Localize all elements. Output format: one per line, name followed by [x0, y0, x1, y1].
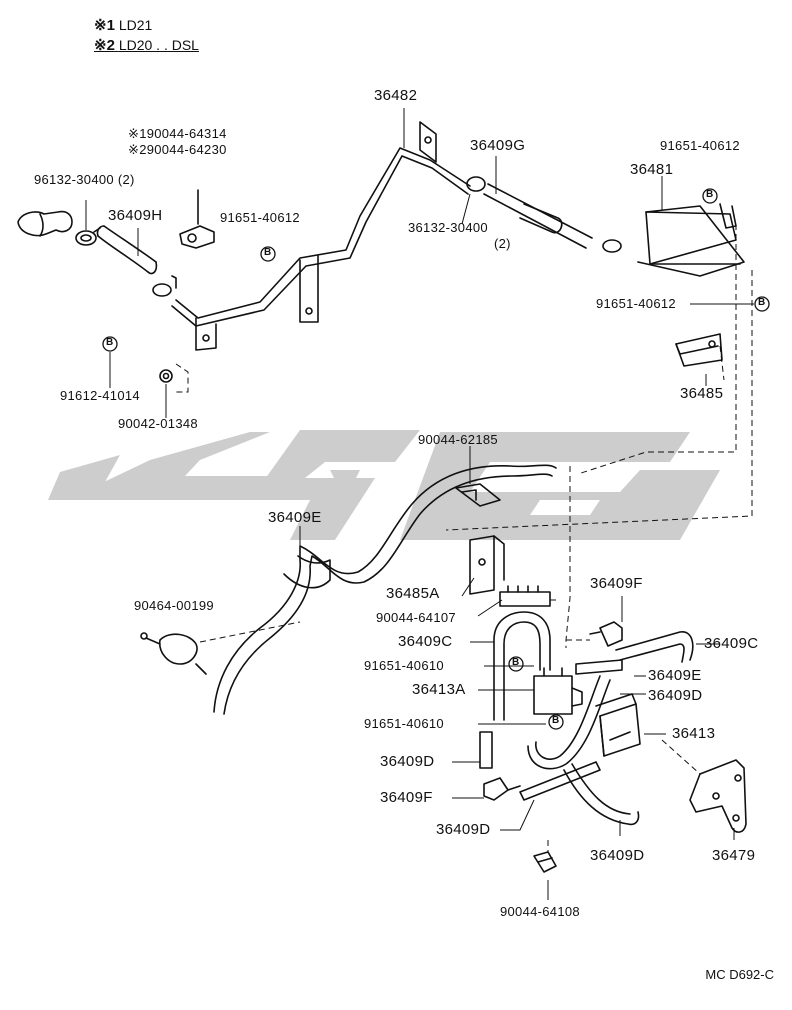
leader-lines [85, 108, 754, 900]
connector-90044-64107 [499, 585, 551, 607]
clamp-90044-62185 [455, 483, 501, 507]
hose-36409e-right [575, 659, 623, 675]
connector-36409f-top [589, 621, 623, 647]
bracket-36485a [469, 535, 505, 595]
label-36409d-bottom: 36409D [590, 847, 645, 864]
label-36409f-top: 36409F [590, 575, 643, 592]
legend-mark-1: ※1 [94, 17, 115, 34]
hose-36409h [96, 225, 158, 275]
label-36409c-right: 36409C [704, 635, 759, 652]
label-91612: 91612-41014 [60, 388, 140, 403]
hose-36409c-left [493, 611, 551, 721]
label-90042: 90042-01348 [118, 416, 198, 431]
hose-36409d-loop [527, 675, 611, 770]
label-190044: ※190044-64314 [128, 126, 227, 141]
hose-36409d-long [563, 763, 640, 826]
label-36482: 36482 [374, 87, 418, 104]
pipe-36482 [171, 147, 471, 327]
bolt-letter-4: B [106, 337, 114, 348]
label-36132-qty: (2) [494, 236, 511, 251]
label-36485: 36485 [680, 385, 724, 402]
label-36409e-left: 36409E [268, 509, 322, 526]
label-36132: 36132-30400 [408, 220, 488, 235]
clamp-90464 [140, 632, 207, 675]
bracket-pipe-left [195, 317, 217, 351]
bracket-36479 [689, 759, 747, 833]
hose-end-topleft [17, 210, 73, 237]
legend-mark-2: ※2 [94, 37, 115, 54]
legend-text-1: LD21 [118, 17, 153, 33]
label-36409d-right: 36409D [648, 687, 703, 704]
watermark-logo [48, 430, 720, 540]
bolt-markers [102, 188, 770, 730]
bolt-letter-3: B [758, 297, 766, 308]
legend-text-2: LD20 . . DSL [118, 37, 199, 53]
label-91651-40610-b: 91651-40610 [364, 716, 444, 731]
legend-line-2: ※2 LD20 . . DSL [94, 36, 199, 55]
label-96132: 96132-30400 (2) [34, 172, 135, 187]
clamp-36132-b [602, 239, 622, 253]
label-36413a: 36413A [412, 681, 466, 698]
label-91651-40612-right: 91651-40612 [596, 296, 676, 311]
label-36409e-right: 36409E [648, 667, 702, 684]
label-36409d-left: 36409D [380, 753, 435, 770]
label-36409d-mid: 36409D [436, 821, 491, 838]
label-290044: ※290044-64230 [128, 142, 227, 157]
clip-90044-64108 [533, 851, 557, 873]
bolt-letter-5: B [512, 657, 520, 668]
bracket-36485 [675, 333, 723, 367]
label-91651-40612-mid: 91651-40612 [220, 210, 300, 225]
hose-36409d-diag [519, 761, 601, 801]
clamp-36409h-end [152, 283, 172, 297]
label-36479: 36479 [712, 847, 756, 864]
label-36481: 36481 [630, 161, 674, 178]
label-36409h: 36409H [108, 207, 163, 224]
label-90044-64107: 90044-64107 [376, 610, 456, 625]
clamp-190044 [179, 189, 215, 249]
label-36409g: 36409G [470, 137, 526, 154]
valve-36413 [595, 693, 641, 757]
label-90044-64108: 90044-64108 [500, 904, 580, 919]
bolt-letter-6: B [552, 715, 560, 726]
hose-36409e [213, 464, 557, 715]
connector-36409f-bottom [483, 777, 521, 801]
hose-36409d-short [479, 731, 493, 769]
clip-36409h [171, 275, 177, 289]
bracket-pipe-top [419, 121, 437, 163]
legend-line-1: ※1 LD21 [94, 16, 152, 35]
bolt-letter-1: B [264, 247, 272, 258]
label-36413: 36413 [672, 725, 716, 742]
wire-bracket-36481 [637, 203, 745, 277]
dashed-lines [175, 224, 753, 852]
label-90464: 90464-00199 [134, 598, 214, 613]
nut-90042 [159, 369, 173, 383]
hose-36409c-right [615, 631, 694, 663]
label-36409c-left: 36409C [398, 633, 453, 650]
bolt-letter-2: B [706, 189, 714, 200]
clamp-96132-left [75, 227, 101, 246]
label-90044-62185: 90044-62185 [418, 432, 498, 447]
hose-36409g [483, 183, 593, 249]
label-91651-40610-a: 91651-40610 [364, 658, 444, 673]
label-91651-40612-top: 91651-40612 [660, 138, 740, 153]
valve-36413a [533, 667, 583, 715]
clamp-36132-a [466, 176, 486, 192]
label-36409f-bottom: 36409F [380, 789, 433, 806]
catalog-code: MC D692-C [705, 967, 774, 982]
label-36485a: 36485A [386, 585, 440, 602]
bracket-pipe-mid [299, 255, 319, 323]
